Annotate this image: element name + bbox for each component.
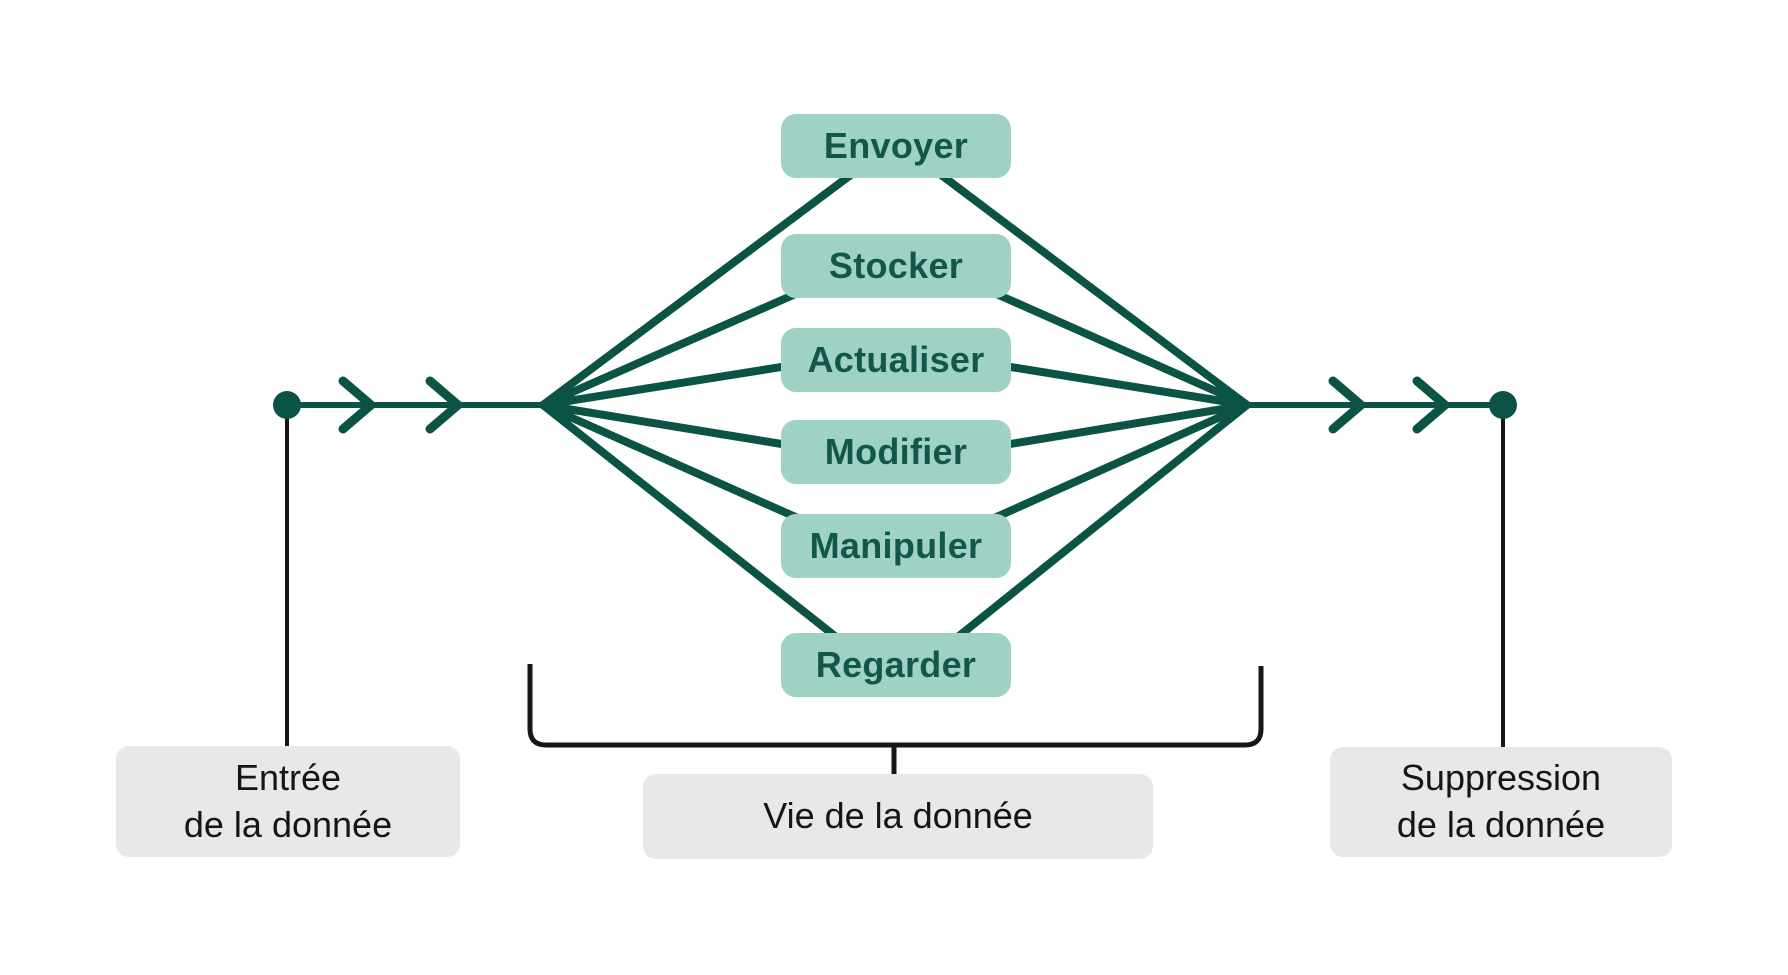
fan-lines-left — [539, 164, 864, 652]
fan-line-envoyer-right — [928, 164, 1251, 409]
stage-label: Stocker — [828, 245, 964, 286]
stage-box-stocker: Stocker — [781, 234, 1011, 298]
stage-label: Envoyer — [823, 125, 969, 166]
deletion-phase-label: Suppression de la donnée — [1330, 747, 1672, 857]
stage-box-envoyer: Envoyer — [781, 114, 1011, 178]
entry-phase-line1: Entrée — [234, 756, 342, 798]
flow-arrows-right — [1328, 376, 1450, 434]
flow-arrows-left — [338, 376, 463, 434]
chevron-right-icon — [425, 376, 463, 434]
stage-label: Modifier — [824, 431, 968, 472]
chevron-right-icon — [1328, 376, 1366, 434]
fan-line-modifier-left — [539, 401, 804, 451]
life-phase-label: Vie de la donnée — [643, 774, 1153, 859]
stage-box-regarder: Regarder — [781, 633, 1011, 697]
stage-label: Regarder — [815, 644, 977, 685]
fan-lines-right — [928, 164, 1251, 652]
fan-line-stocker-left — [539, 288, 804, 409]
chevron-right-icon — [1412, 376, 1450, 434]
fan-line-manipuler-left — [539, 401, 804, 523]
life-phase-text: Vie de la donnée — [763, 795, 1033, 837]
deletion-phase-line2: de la donnée — [1396, 804, 1606, 845]
fan-line-manipuler-right — [988, 401, 1251, 523]
stage-box-modifier: Modifier — [781, 420, 1011, 484]
fan-line-actualiser-left — [539, 360, 804, 409]
chevron-right-icon — [338, 376, 376, 434]
fan-line-regarder-right — [940, 401, 1251, 652]
fan-line-stocker-right — [988, 288, 1251, 409]
entry-phase-label: Entrée de la donnée — [116, 746, 460, 857]
stage-label: Manipuler — [809, 525, 983, 566]
stage-label: Actualiser — [807, 339, 985, 380]
stage-box-manipuler: Manipuler — [781, 514, 1011, 578]
entry-phase-line2: de la donnée — [183, 803, 393, 845]
end-dot-icon — [1489, 391, 1517, 419]
fan-line-regarder-left — [539, 401, 854, 652]
fan-line-modifier-right — [988, 401, 1251, 451]
fan-line-actualiser-right — [988, 360, 1251, 409]
stage-box-actualiser: Actualiser — [781, 328, 1011, 392]
fan-line-envoyer-left — [539, 164, 864, 409]
deletion-phase-line1: Suppression — [1400, 757, 1602, 799]
start-dot-icon — [273, 391, 301, 419]
